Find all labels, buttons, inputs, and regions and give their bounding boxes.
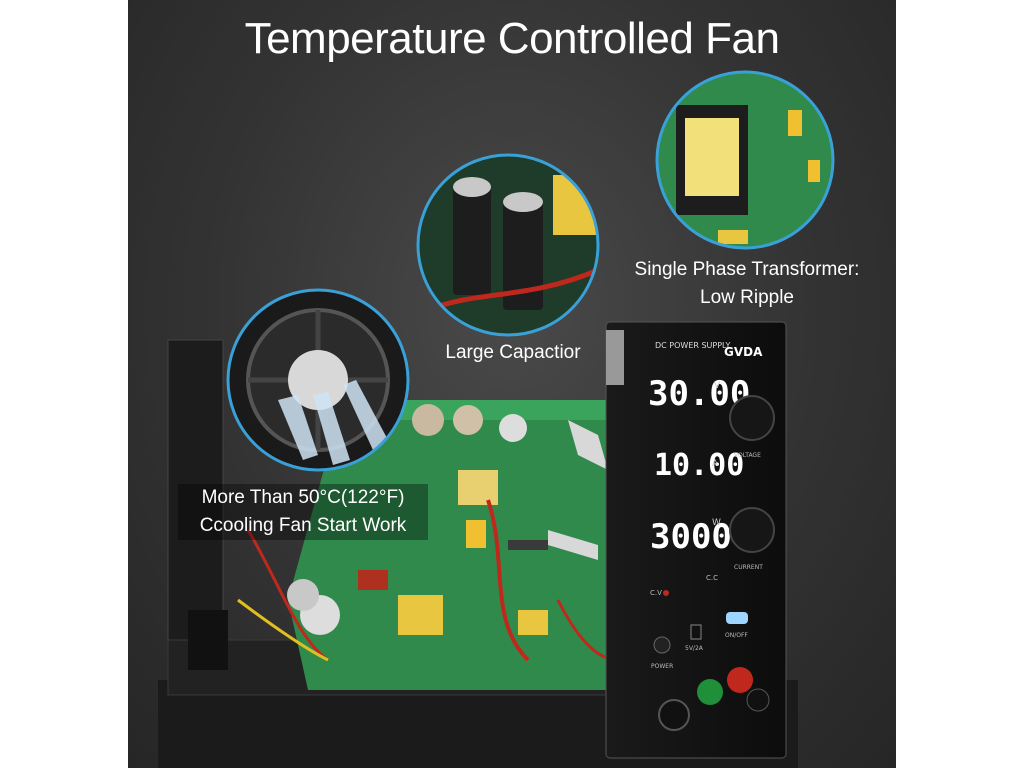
transformer-caption: Single Phase Transformer: Low Ripple xyxy=(612,256,882,312)
fan-caption: More Than 50°C(122°F) Ccooling Fan Start… xyxy=(178,484,428,540)
power-label: POWER xyxy=(651,663,673,670)
fan-caption-line1: More Than 50°C(122°F) xyxy=(201,487,405,508)
power-button[interactable] xyxy=(653,636,671,654)
brand-logo: GVDA xyxy=(724,345,763,359)
circuit-board xyxy=(237,400,619,690)
transformer-caption-line2: Low Ripple xyxy=(700,287,794,308)
cc-label: C.C xyxy=(706,574,718,582)
output-terminal-green[interactable] xyxy=(697,679,723,705)
power-display: 3000 xyxy=(650,517,732,557)
output-terminal-black[interactable] xyxy=(658,699,690,731)
output-button[interactable] xyxy=(726,612,748,624)
output-terminal-red[interactable] xyxy=(727,667,753,693)
capacitor-callout xyxy=(416,153,600,337)
usb-label: 5V/2A xyxy=(685,645,704,652)
product-illustration: DC POWER SUPPLY GVDA 30.00 V 10.00 A 300… xyxy=(158,70,835,768)
power-unit: W xyxy=(712,518,721,528)
front-panel: DC POWER SUPPLY GVDA 30.00 V 10.00 A 300… xyxy=(605,321,787,759)
current-display: 10.00 xyxy=(654,448,744,483)
transformer-callout xyxy=(655,70,835,250)
fan-callout xyxy=(226,288,410,472)
voltage-knob-label: VOLTAGE xyxy=(734,452,761,459)
current-knob[interactable] xyxy=(729,507,775,553)
cv-label: C.V xyxy=(650,589,662,597)
transformer-caption-line1: Single Phase Transformer: xyxy=(634,259,860,280)
product-photo: DC POWER SUPPLY GVDA 30.00 V 10.00 A 300… xyxy=(128,0,896,768)
headline: Temperature Controlled Fan xyxy=(244,14,780,63)
cv-indicator xyxy=(663,590,669,596)
output-label: ON/OFF xyxy=(725,632,748,639)
fan-caption-line2: Ccooling Fan Start Work xyxy=(199,515,407,536)
capacitor-caption: Large Capactior xyxy=(445,342,581,363)
current-unit: A xyxy=(712,459,719,469)
voltage-knob[interactable] xyxy=(729,395,775,441)
output-terminal-black-2[interactable] xyxy=(746,688,770,712)
voltage-unit: V xyxy=(714,381,721,391)
current-knob-label: CURRENT xyxy=(734,564,763,571)
usb-port[interactable] xyxy=(690,624,702,640)
panel-title: DC POWER SUPPLY xyxy=(655,341,730,350)
